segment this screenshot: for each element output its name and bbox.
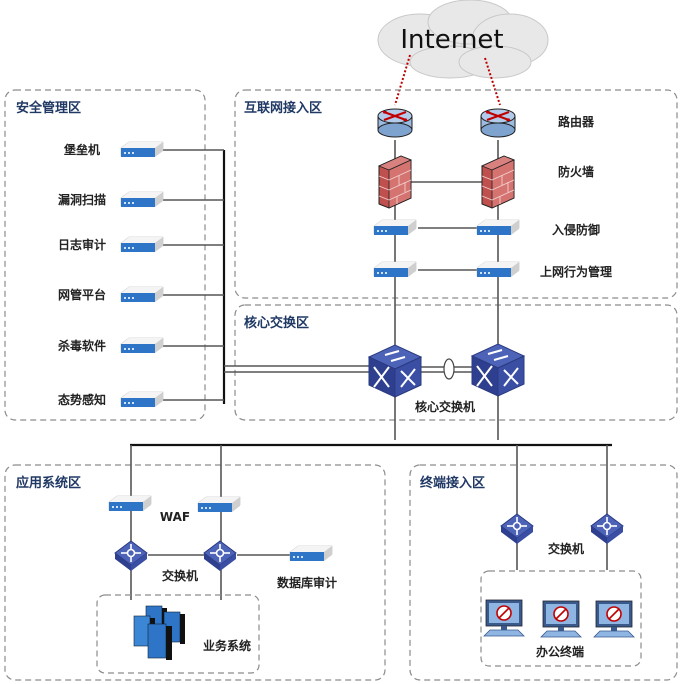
- office-terminal-group: [480, 570, 642, 667]
- waf-label: WAF: [160, 510, 190, 524]
- terminal-switch-label: 交换机: [548, 541, 584, 556]
- zone-terminal: [409, 464, 678, 681]
- zone-title-internet-access: 互联网接入区: [244, 100, 322, 116]
- appliance-icon-right: [476, 261, 520, 278]
- server-cluster-icon: [133, 605, 186, 661]
- db-audit-icon: [289, 545, 333, 562]
- internet-access-label: 上网行为管理: [540, 264, 612, 279]
- security-device-label: 杀毒软件: [58, 338, 106, 353]
- internet-access-label: 入侵防御: [552, 222, 600, 237]
- appliance-icon: [120, 286, 164, 303]
- security-device-label: 堡垒机: [64, 142, 100, 157]
- app-switch-icon-left: [114, 540, 148, 572]
- zone-title-application: 应用系统区: [16, 475, 81, 491]
- firewall-icon-right: [481, 155, 515, 209]
- zone-title-security: 安全管理区: [16, 100, 81, 116]
- security-wiring: [163, 149, 370, 404]
- security-device-label: 日志审计: [58, 237, 106, 252]
- router-icon-right: [480, 108, 516, 138]
- app-switch-icon-right: [203, 540, 237, 572]
- appliance-icon: [120, 391, 164, 408]
- security-device-label: 网管平台: [58, 287, 106, 302]
- core-switch-icon-right: [471, 343, 525, 397]
- app-switch-label: 交换机: [162, 568, 198, 583]
- core-switch-icon-left: [368, 344, 422, 398]
- office-pc-icon-3: [593, 600, 635, 638]
- core-switch-label: 核心交换机: [415, 399, 475, 414]
- internet-access-label: 防火墙: [558, 164, 594, 179]
- appliance-icon: [120, 191, 164, 208]
- internet-cloud: Internet: [377, 0, 549, 79]
- internet-label: Internet: [400, 25, 503, 55]
- terminal-switch-icon-left: [500, 513, 534, 545]
- zone-title-terminal: 终端接入区: [420, 475, 485, 491]
- security-device-label: 态势感知: [58, 392, 106, 407]
- cloud-icon: [377, 0, 549, 79]
- zone-security: [4, 89, 206, 421]
- office-pc-icon-2: [540, 600, 582, 638]
- db-audit-label: 数据库审计: [277, 575, 337, 590]
- router-icon-left: [377, 108, 413, 138]
- waf-icon-left: [108, 495, 152, 512]
- internet-link-left: [394, 54, 411, 106]
- business-system-group: [96, 594, 260, 674]
- security-device-label: 漏洞扫描: [58, 192, 106, 207]
- terminal-switch-icon-right: [590, 513, 624, 545]
- link-aggregation-icon: [443, 358, 455, 380]
- zone-core: [234, 304, 678, 421]
- business-system-label: 业务系统: [203, 638, 251, 653]
- appliance-icon: [120, 236, 164, 253]
- appliance-icon-left: [373, 219, 417, 236]
- distribution-drops: [130, 445, 608, 520]
- zone-internet-access: [234, 89, 678, 299]
- waf-icon-right: [197, 496, 241, 513]
- office-terminal-label: 办公终端: [536, 644, 584, 659]
- internet-link-right: [484, 57, 501, 106]
- office-pc-icon-1: [483, 599, 525, 637]
- firewall-icon-left: [378, 155, 412, 209]
- zone-title-core: 核心交换区: [244, 315, 309, 331]
- internet-access-label: 路由器: [558, 114, 595, 129]
- zone-application: [4, 464, 386, 681]
- appliance-icon: [120, 337, 164, 354]
- appliance-icon: [120, 141, 164, 158]
- appliance-icon-right: [476, 219, 520, 236]
- appliance-icon-left: [373, 261, 417, 278]
